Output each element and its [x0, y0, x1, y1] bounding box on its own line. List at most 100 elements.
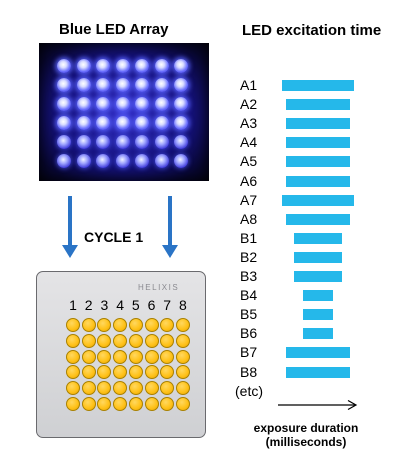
led-dot — [174, 59, 188, 73]
excitation-bar-a4 — [285, 137, 351, 149]
row-label-b5: B5 — [240, 306, 258, 323]
plate-column-number: 3 — [100, 297, 109, 313]
led-dot — [76, 97, 91, 111]
led-dot — [115, 97, 130, 111]
plate-well — [81, 381, 96, 396]
led-dot — [57, 78, 71, 92]
row-label-b1: B1 — [240, 229, 258, 246]
plate-well — [81, 349, 96, 364]
plate-well — [97, 318, 112, 332]
plate-well — [160, 397, 175, 411]
excitation-time-title: LED excitation time — [242, 22, 382, 39]
blue-led-array-image — [39, 43, 209, 181]
row-label-b8: B8 — [240, 363, 258, 380]
plate-well — [175, 333, 190, 348]
led-dot — [76, 135, 91, 149]
plate-well — [175, 381, 190, 396]
excitation-bar-b2 — [293, 251, 343, 263]
led-dot — [154, 154, 169, 168]
excitation-bar-a1 — [282, 80, 354, 91]
led-dot — [154, 116, 169, 130]
plate-well — [128, 349, 143, 364]
led-dot — [115, 116, 130, 130]
row-label-b7: B7 — [240, 344, 258, 361]
led-dot — [96, 154, 110, 168]
plate-column-number: 8 — [178, 297, 187, 313]
led-dot — [174, 116, 188, 130]
led-dot — [135, 116, 149, 130]
row-label-a8: A8 — [240, 210, 258, 227]
row-label-a5: A5 — [240, 153, 258, 170]
right-arrow-shaft — [168, 196, 172, 245]
led-dot — [174, 97, 188, 111]
plate-column-number: 1 — [69, 297, 77, 313]
left-arrow-head-icon — [62, 245, 78, 258]
led-dot — [115, 135, 130, 149]
plate-well — [66, 397, 80, 411]
led-dot — [135, 59, 149, 73]
excitation-bar-a3 — [285, 118, 351, 130]
row-label-a7: A7 — [240, 191, 258, 208]
plate-well — [113, 318, 128, 332]
axis-label-line1: exposure duration — [253, 421, 359, 435]
plate-well — [66, 318, 80, 332]
led-dot — [135, 78, 149, 92]
excitation-bar-b7 — [285, 347, 351, 359]
led-dot — [96, 59, 110, 73]
plate-well — [160, 349, 175, 364]
plate-well — [81, 397, 96, 411]
led-dot — [57, 116, 71, 130]
left-arrow-shaft — [68, 196, 72, 245]
right-arrow-head-icon — [162, 245, 178, 258]
led-dot — [154, 59, 169, 73]
excitation-bar-b4 — [303, 290, 333, 302]
plate-well — [144, 349, 159, 364]
row-label-b2: B2 — [240, 248, 258, 265]
led-dot — [115, 78, 130, 92]
excitation-bar-a8 — [285, 213, 351, 225]
led-dot — [76, 154, 91, 168]
led-dot — [174, 154, 188, 168]
plate-well — [113, 349, 128, 364]
led-dot — [135, 135, 149, 149]
excitation-bar-b3 — [293, 271, 343, 282]
led-dot — [57, 154, 71, 168]
plate-column-number: 4 — [116, 297, 124, 313]
plate-well — [128, 397, 143, 411]
plate-well — [113, 381, 128, 396]
excitation-bar-b6 — [303, 328, 333, 340]
axis-label: exposure duration (milliseconds) — [244, 421, 368, 449]
led-dot — [174, 78, 188, 92]
led-dot — [135, 154, 149, 168]
plate-well — [160, 365, 175, 380]
plate-well — [175, 318, 190, 332]
plate-well — [113, 365, 128, 380]
led-dot — [115, 154, 130, 168]
excitation-bar-a5 — [285, 156, 351, 168]
etc-label: (etc) — [235, 383, 263, 399]
excitation-bar-b8 — [285, 366, 351, 378]
excitation-bar-b5 — [303, 309, 333, 321]
plate-well — [128, 365, 143, 380]
plate-well — [81, 365, 96, 380]
led-dot — [154, 135, 169, 149]
led-dot — [96, 78, 110, 92]
excitation-bar-b1 — [293, 232, 343, 244]
row-label-b4: B4 — [240, 287, 258, 304]
plate-column-number: 2 — [84, 297, 93, 313]
plate-well — [128, 381, 143, 396]
row-label-b3: B3 — [240, 268, 258, 284]
plate-brand-logo: HELIXIS — [138, 283, 180, 292]
plate-well — [66, 365, 80, 380]
led-dot — [96, 135, 110, 149]
plate-well — [160, 333, 175, 348]
led-dot — [96, 97, 110, 111]
axis-label-line2: (milliseconds) — [265, 435, 347, 449]
led-array-title: Blue LED Array — [59, 21, 169, 38]
row-label-a2: A2 — [240, 96, 258, 113]
plate-well — [66, 349, 80, 364]
plate-well — [175, 365, 190, 380]
excitation-bar-a2 — [285, 99, 351, 111]
led-dot — [115, 59, 130, 73]
led-dot — [76, 78, 91, 92]
